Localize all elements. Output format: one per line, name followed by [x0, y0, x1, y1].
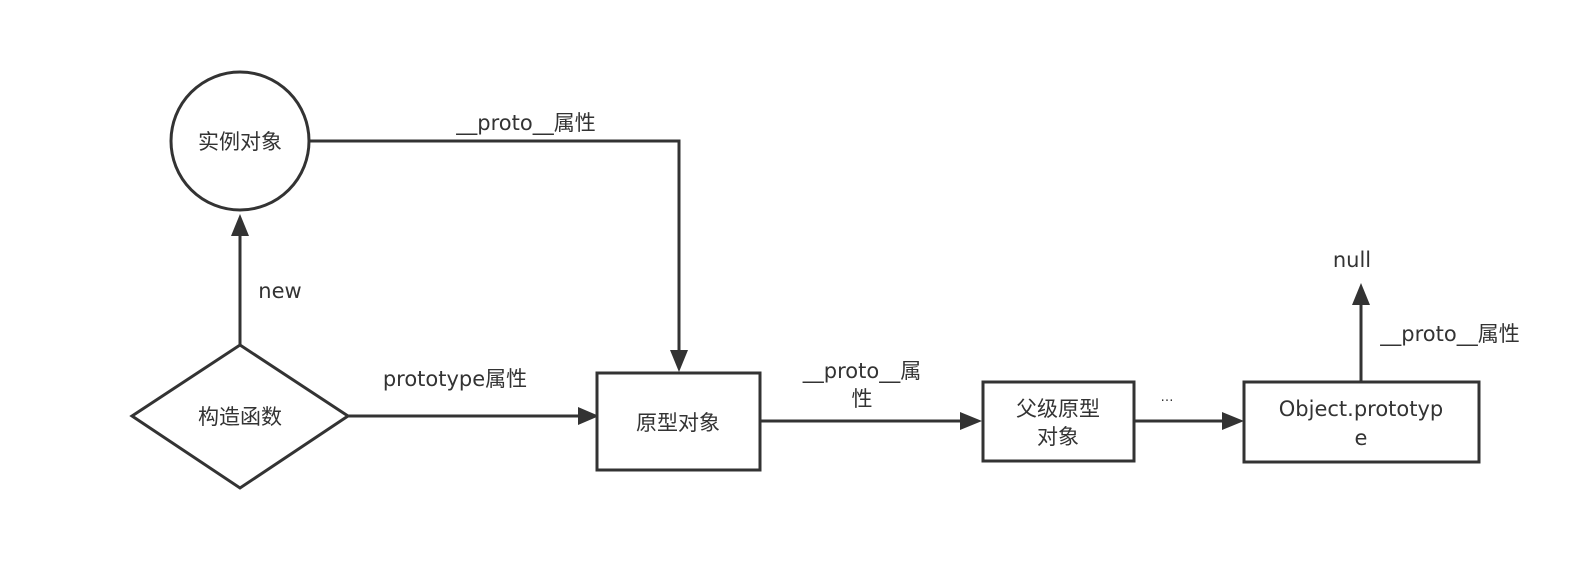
node-object-prototype-label-line2: e [1355, 426, 1368, 450]
node-instance-object: 实例对象 [169, 70, 311, 212]
edge-label-ellipsis: … [1161, 390, 1174, 405]
edge-label-object-null: __proto__属性 [1379, 322, 1519, 347]
edge-prototype-to-parent [760, 412, 982, 430]
node-parent-label-line1: 父级原型 [1016, 397, 1100, 421]
node-instance-label: 实例对象 [198, 130, 282, 154]
edge-constructor-to-instance [231, 214, 249, 345]
edge-label-instance-proto: __proto__属性 [455, 111, 595, 136]
node-constructor-label: 构造函数 [198, 405, 282, 429]
node-null-label: null [1333, 248, 1371, 272]
node-constructor: 构造函数 [129, 343, 351, 490]
edge-label-prototype: prototype属性 [383, 367, 527, 391]
edge-object-prototype-to-null [1352, 283, 1370, 381]
node-parent-prototype: 父级原型 对象 [981, 380, 1136, 463]
edge-label-proto-parent-line1: __proto__属 [802, 359, 921, 384]
node-parent-label-line2: 对象 [1037, 425, 1079, 449]
node-object-prototype: Object.prototyp e [1242, 380, 1481, 464]
node-prototype-object: 原型对象 [595, 371, 762, 472]
edge-instance-to-prototype [310, 139, 688, 372]
node-prototype-label: 原型对象 [636, 411, 720, 435]
edge-constructor-to-prototype [348, 407, 599, 425]
edge-label-new: new [258, 279, 301, 303]
edge-parent-to-object-prototype [1134, 412, 1244, 430]
node-object-prototype-label-line1: Object.prototyp [1279, 397, 1444, 421]
edge-label-proto-parent-line2: 性 [852, 387, 873, 411]
